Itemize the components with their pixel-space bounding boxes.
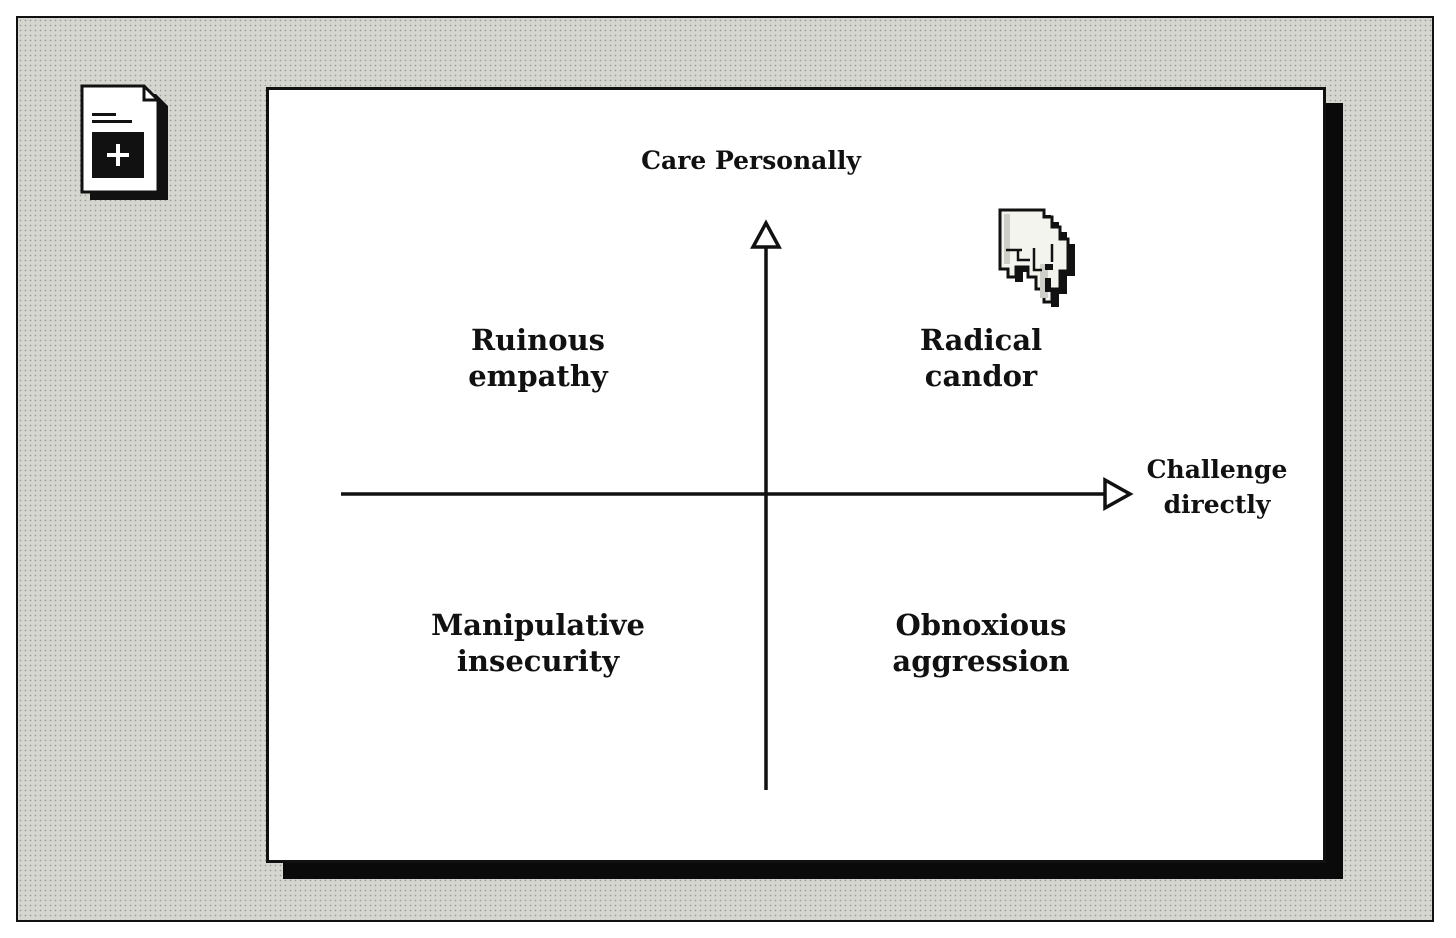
quadrant-label-line: Radical bbox=[919, 323, 1043, 357]
horizontal-axis-arrowhead bbox=[1103, 477, 1134, 511]
x-axis-label: Challenge directly bbox=[1127, 452, 1307, 522]
quadrant-label-top-left: Ruinous empathy bbox=[388, 322, 688, 394]
quadrant-label-top-right: Radical candor bbox=[831, 322, 1131, 394]
quadrant-label-line: empathy bbox=[468, 359, 608, 393]
desktop: Care Personally Challenge directly Ruino… bbox=[16, 16, 1434, 922]
x-axis-label-line: Challenge bbox=[1146, 455, 1288, 484]
pointing-hand-cursor-icon bbox=[996, 208, 1076, 312]
quadrant-axes bbox=[341, 219, 1134, 790]
quadrant-label-bottom-right: Obnoxious aggression bbox=[831, 607, 1131, 679]
quadrant-label-line: candor bbox=[924, 359, 1038, 393]
diagram-window: Care Personally Challenge directly Ruino… bbox=[266, 87, 1326, 863]
quadrant-label-line: Obnoxious bbox=[895, 608, 1067, 642]
quadrant-label-line: insecurity bbox=[456, 644, 620, 678]
x-axis-label-line: directly bbox=[1163, 490, 1271, 519]
y-axis-label: Care Personally bbox=[641, 146, 861, 175]
quadrant-label-line: Ruinous bbox=[470, 323, 606, 357]
vertical-axis-arrowhead bbox=[750, 219, 782, 249]
quadrant-label-line: Manipulative bbox=[431, 608, 645, 642]
quadrant-label-bottom-left: Manipulative insecurity bbox=[388, 607, 688, 679]
quadrant-label-line: aggression bbox=[892, 644, 1070, 678]
new-document-icon[interactable] bbox=[80, 84, 172, 200]
